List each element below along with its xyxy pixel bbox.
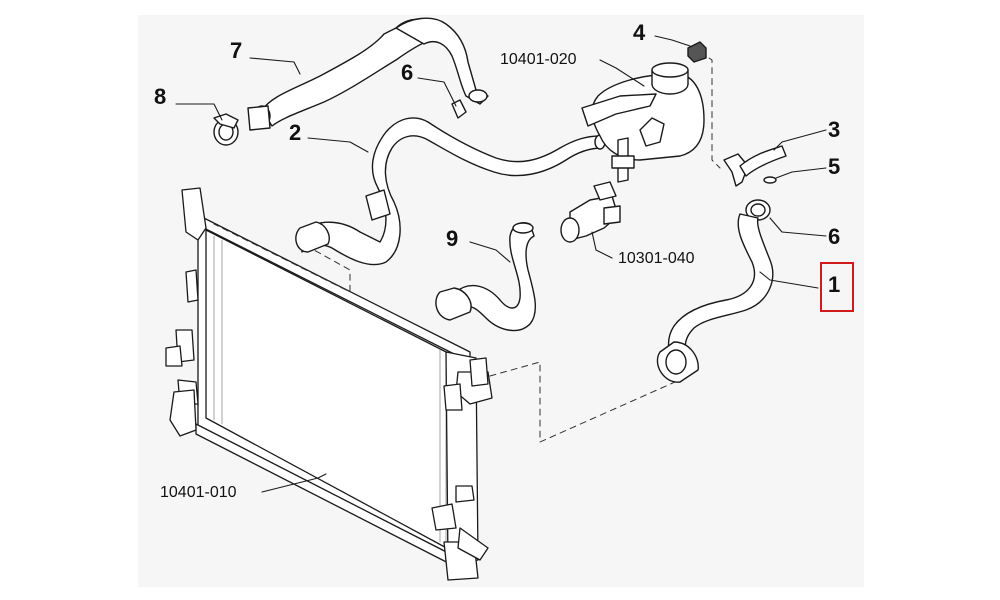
callout-3: 3 <box>828 117 841 142</box>
hose-3 <box>723 145 787 187</box>
part-code-thermostat: 10301-040 <box>618 250 695 267</box>
callout-4: 4 <box>633 20 646 45</box>
callout-6-top: 6 <box>401 60 414 85</box>
hose-2 <box>295 117 606 266</box>
leader-lines <box>175 35 827 493</box>
callout-1-highlight-box <box>820 262 854 312</box>
callout-9: 9 <box>446 226 459 251</box>
callout-7: 7 <box>230 38 243 63</box>
radiator <box>165 187 493 581</box>
dashed-leaders <box>213 51 721 443</box>
part-code-radiator: 10401-010 <box>160 484 237 501</box>
callout-2: 2 <box>289 120 302 145</box>
callout-1: 1 <box>828 272 841 297</box>
part-code-expansion-tank: 10401-020 <box>500 51 577 68</box>
callout-6-right: 6 <box>828 224 841 249</box>
clip-5 <box>763 176 777 184</box>
cap-4 <box>687 41 707 63</box>
hose-1 <box>656 213 774 383</box>
thermostat-housing <box>560 181 621 243</box>
callout-5: 5 <box>828 154 841 179</box>
clamp-8 <box>213 113 239 146</box>
hose-7 <box>247 17 489 131</box>
hose-9 <box>435 222 537 332</box>
callout-8: 8 <box>154 84 167 109</box>
clamp-6-right <box>745 199 771 221</box>
expansion-tank <box>581 62 705 183</box>
